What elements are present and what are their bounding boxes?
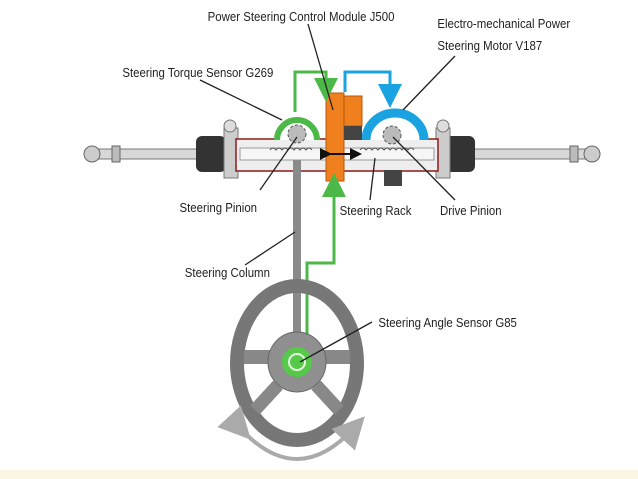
label-steering-rack: Steering Rack [340, 203, 413, 218]
label-control-module: Power Steering Control Module J500 [208, 9, 395, 24]
control-module [325, 92, 345, 182]
drive-pinion-gear [382, 125, 402, 145]
vw-logo-icon [288, 353, 306, 371]
steering-angle-sensor [282, 347, 312, 377]
label-steering-column: Steering Column [185, 265, 270, 280]
label-motor-line1: Electro-mechanical Power [437, 16, 570, 31]
leader-lines [199, 23, 456, 363]
steering-wheel [230, 279, 364, 447]
angle-signal-line [305, 173, 346, 348]
rotation-arrow [217, 405, 365, 461]
steering-column [293, 160, 301, 350]
steering-pinion-gear [287, 124, 307, 144]
label-torque-sensor: Steering Torque Sensor G269 [122, 65, 273, 80]
tie-rod-right [435, 119, 601, 179]
tie-rod-left [83, 119, 239, 179]
torque-signal-line [293, 70, 338, 112]
label-drive-pinion: Drive Pinion [440, 203, 502, 218]
rack-teeth [269, 147, 415, 151]
motor-control-line [343, 70, 402, 108]
label-steering-pinion: Steering Pinion [180, 200, 258, 215]
bottom-strip [0, 470, 638, 479]
label-motor-line2: Steering Motor V187 [437, 38, 542, 53]
label-angle-sensor: Steering Angle Sensor G85 [378, 315, 517, 330]
